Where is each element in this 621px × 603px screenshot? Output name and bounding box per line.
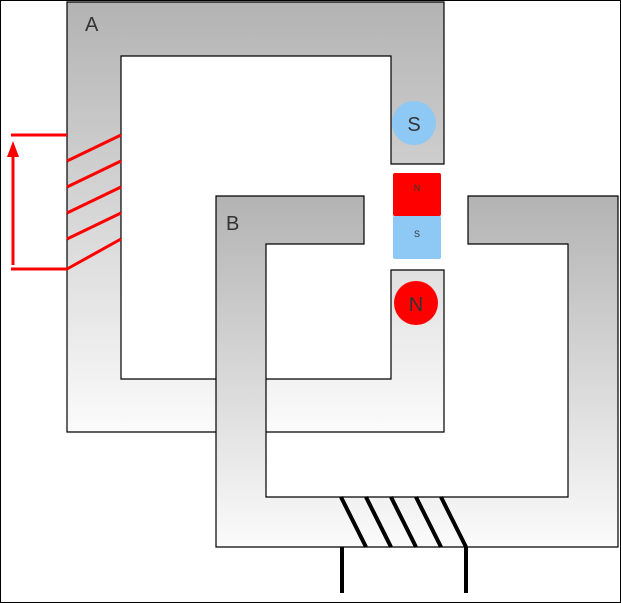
magnet-south-half — [393, 216, 441, 259]
magnet-north-half — [393, 173, 441, 216]
north-pole-label: N — [409, 294, 423, 316]
south-pole-label: S — [407, 114, 420, 136]
up-arrow-icon — [7, 141, 19, 265]
coil-a — [11, 133, 122, 271]
magnet-south-label: S — [414, 229, 420, 239]
core-a-label: A — [85, 14, 99, 36]
core-a — [66, 1, 445, 433]
core-b — [215, 195, 619, 548]
south-pole-marker — [392, 101, 436, 145]
north-pole-marker — [394, 281, 438, 325]
core-b-label: B — [226, 213, 239, 235]
magnet-north-label: N — [414, 183, 421, 193]
coil-b — [339, 496, 468, 593]
